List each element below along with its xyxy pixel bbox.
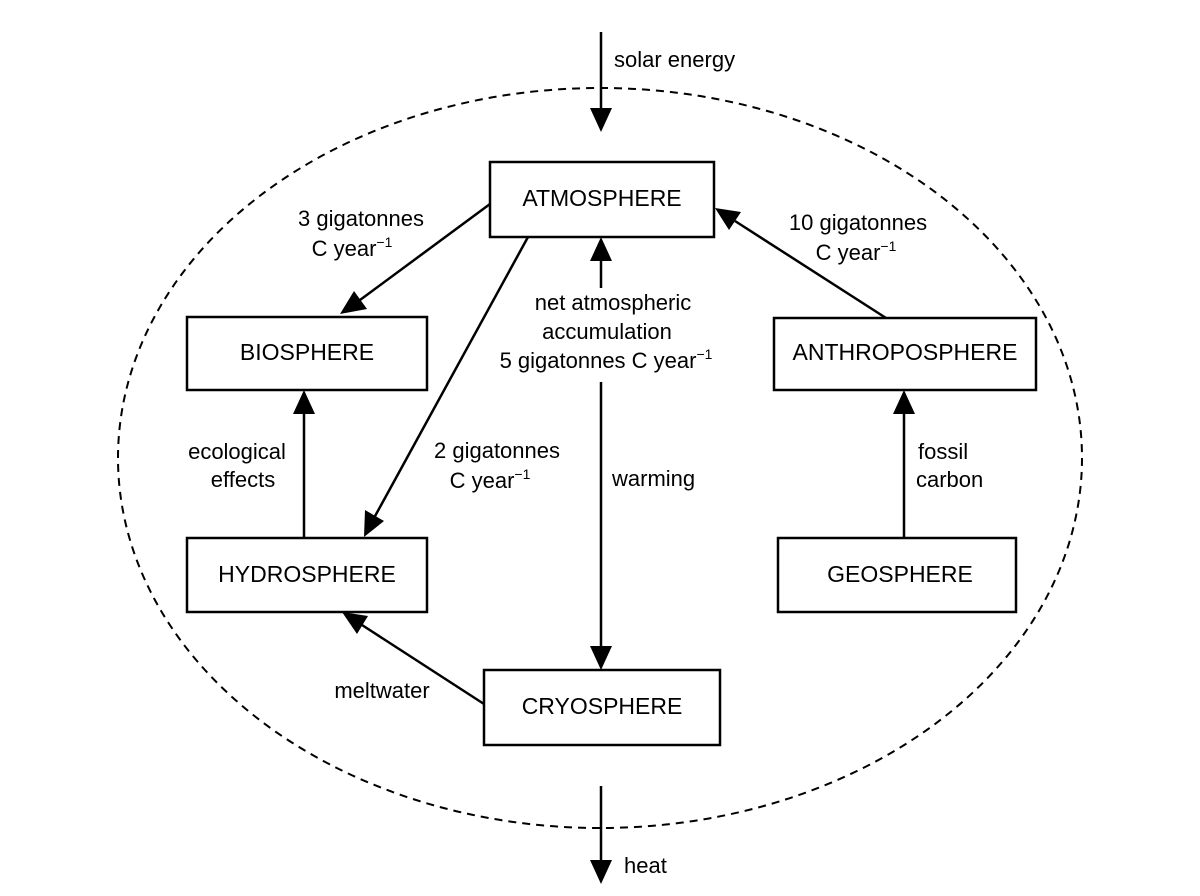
atmosphere-to-hydrosphere-label: 2 gigatonnes C year−1	[434, 438, 560, 493]
svg-text:carbon: carbon	[916, 467, 983, 492]
geosphere-to-anthroposphere-arrow	[893, 390, 915, 538]
svg-text:fossil: fossil	[918, 439, 968, 464]
hydrosphere-box: HYDROSPHERE	[185, 536, 429, 614]
svg-text:effects: effects	[211, 467, 275, 492]
atmosphere-to-biosphere-arrow	[340, 202, 491, 314]
svg-text:C year−1: C year−1	[312, 234, 393, 261]
geosphere-box: GEOSPHERE	[776, 536, 1018, 614]
atmosphere-box: ATMOSPHERE	[488, 160, 716, 239]
svg-text:net atmospheric: net atmospheric	[535, 290, 692, 315]
net-accumulation-label: net atmospheric accumulation 5 gigatonne…	[500, 290, 713, 373]
meltwater-label: meltwater	[334, 678, 429, 703]
anthroposphere-to-atmosphere-arrow	[715, 208, 887, 320]
svg-text:C year−1: C year−1	[816, 238, 897, 265]
cryosphere-to-hydrosphere-arrow	[342, 612, 485, 706]
warming-label: warming	[611, 466, 695, 491]
atmosphere-to-hydrosphere-arrow	[364, 236, 530, 537]
biosphere-box: BIOSPHERE	[185, 315, 429, 392]
svg-text:C year−1: C year−1	[450, 466, 531, 493]
svg-text:ecological: ecological	[188, 439, 286, 464]
geosphere-label: GEOSPHERE	[827, 561, 973, 587]
anthroposphere-box: ANTHROPOSPHERE	[772, 316, 1038, 392]
system-boundary-ellipse	[117, 87, 1083, 829]
heat-label: heat	[624, 853, 667, 878]
svg-text:5 gigatonnes C year−1: 5 gigatonnes C year−1	[500, 346, 713, 373]
anthroposphere-to-atmosphere-label: 10 gigatonnes C year−1	[789, 210, 927, 265]
hydrosphere-to-biosphere-arrow	[293, 390, 315, 538]
solar-energy-arrow	[590, 32, 612, 132]
cryosphere-label: CRYOSPHERE	[522, 693, 683, 719]
warming-arrow	[590, 382, 612, 670]
cryosphere-box: CRYOSPHERE	[482, 668, 722, 747]
net-accumulation-arrow	[590, 237, 612, 288]
solar-energy-label: solar energy	[614, 47, 735, 72]
hydrosphere-label: HYDROSPHERE	[218, 561, 396, 587]
atmosphere-to-biosphere-label: 3 gigatonnes C year−1	[298, 206, 424, 261]
svg-text:2 gigatonnes: 2 gigatonnes	[434, 438, 560, 463]
svg-text:accumulation: accumulation	[542, 319, 672, 344]
atmosphere-label: ATMOSPHERE	[522, 185, 681, 211]
fossil-carbon-label: fossil carbon	[916, 439, 983, 492]
heat-arrow	[590, 786, 612, 884]
anthroposphere-label: ANTHROPOSPHERE	[793, 339, 1018, 365]
ecological-effects-label: ecological effects	[188, 439, 286, 492]
biosphere-label: BIOSPHERE	[240, 339, 374, 365]
svg-text:10 gigatonnes: 10 gigatonnes	[789, 210, 927, 235]
svg-text:3 gigatonnes: 3 gigatonnes	[298, 206, 424, 231]
